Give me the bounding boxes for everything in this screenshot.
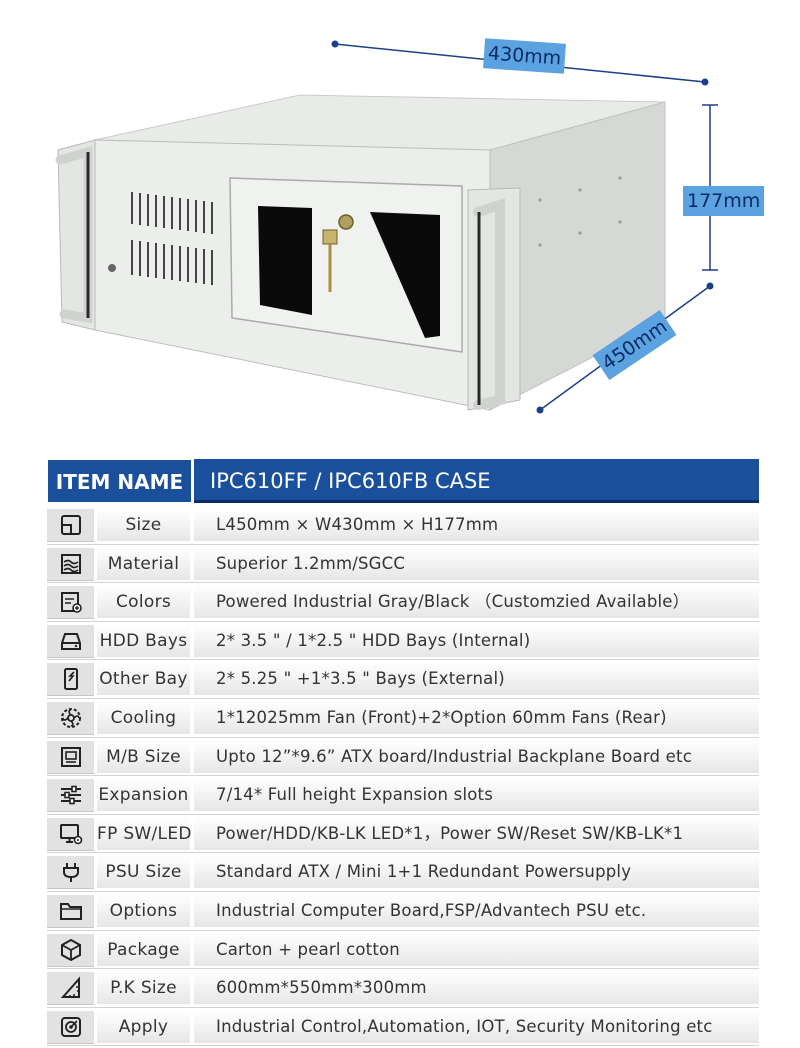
row-divider bbox=[47, 890, 759, 892]
spec-name: PSU Size bbox=[97, 856, 190, 889]
spec-name: Options bbox=[97, 894, 190, 927]
spec-value: Power/HDD/KB-LK LED*1，Power SW/Reset SW/… bbox=[194, 817, 759, 850]
row-divider bbox=[47, 697, 759, 699]
size-icon bbox=[47, 509, 94, 542]
row-divider bbox=[47, 929, 759, 931]
spec-name: FP SW/LED bbox=[97, 817, 191, 850]
folder-icon bbox=[47, 894, 94, 928]
spec-name: M/B Size bbox=[97, 740, 190, 773]
spec-name: P.K Size bbox=[97, 972, 190, 1005]
row-divider bbox=[47, 659, 759, 661]
spec-name: Expansion bbox=[97, 779, 190, 812]
header-product-name: IPC610FF / IPC610FB CASE bbox=[194, 459, 759, 503]
spec-name: Apply bbox=[97, 1010, 190, 1043]
spec-table-header: ITEM NAME IPC610FF / IPC610FB CASE bbox=[47, 459, 759, 503]
spec-value: Standard ATX / Mini 1+1 Redundant Powers… bbox=[194, 856, 759, 889]
rack-case-illustration bbox=[55, 40, 718, 414]
spec-value: 7/14* Full height Expansion slots bbox=[194, 779, 759, 812]
spec-value: L450mm × W430mm × H177mm bbox=[194, 509, 759, 541]
spec-value: Carton + pearl cotton bbox=[194, 933, 759, 966]
row-divider bbox=[47, 1045, 759, 1047]
spec-value: Powered Industrial Gray/Black （Customzie… bbox=[194, 586, 759, 619]
monitor-settings-icon bbox=[47, 817, 94, 851]
width-dimension-label: 430mm bbox=[483, 38, 567, 74]
spec-value: Upto 12”*9.6” ATX board/Industrial Backp… bbox=[194, 740, 759, 773]
palette-icon bbox=[47, 586, 94, 620]
row-divider bbox=[47, 852, 759, 854]
spec-value: Superior 1.2mm/SGCC bbox=[194, 547, 759, 580]
spec-name: HDD Bays bbox=[97, 624, 190, 657]
power-plug-icon bbox=[47, 856, 94, 890]
package-icon bbox=[47, 933, 94, 967]
target-icon bbox=[47, 1010, 94, 1044]
spec-name: Size bbox=[97, 509, 190, 541]
spec-name: Material bbox=[97, 547, 190, 580]
row-divider bbox=[47, 620, 759, 622]
row-divider bbox=[47, 1006, 759, 1008]
ruler-triangle-icon bbox=[47, 972, 94, 1006]
header-item-name: ITEM NAME bbox=[47, 459, 192, 503]
material-icon bbox=[47, 547, 94, 581]
spec-value: Industrial Computer Board,FSP/Advantech … bbox=[194, 894, 759, 927]
spec-value: 2* 3.5 " / 1*2.5 " HDD Bays (Internal) bbox=[194, 624, 759, 657]
fan-icon bbox=[47, 701, 94, 735]
spec-value: 1*12025mm Fan (Front)+2*Option 60mm Fans… bbox=[194, 701, 759, 734]
spec-name: Colors bbox=[97, 586, 190, 619]
row-divider bbox=[47, 736, 759, 738]
product-image-area: 430mm 177mm 450mm bbox=[0, 0, 800, 440]
drive-bay-icon bbox=[47, 663, 94, 697]
spec-name: Package bbox=[97, 933, 190, 966]
row-divider bbox=[47, 968, 759, 970]
motherboard-icon bbox=[47, 740, 94, 774]
row-divider bbox=[47, 543, 759, 545]
spec-value: 600mm*550mm*300mm bbox=[194, 972, 759, 1005]
spec-value: Industrial Control,Automation, IOT, Secu… bbox=[194, 1010, 759, 1043]
height-dimension-label: 177mm bbox=[683, 186, 765, 216]
spec-name: Other Bay bbox=[97, 663, 190, 696]
sliders-icon bbox=[47, 779, 94, 813]
row-divider bbox=[47, 775, 759, 777]
hdd-icon bbox=[47, 624, 94, 658]
row-divider bbox=[47, 813, 759, 815]
spec-name: Cooling bbox=[97, 701, 190, 734]
spec-value: 2* 5.25 " +1*3.5 " Bays (External) bbox=[194, 663, 759, 696]
row-divider bbox=[47, 582, 759, 584]
